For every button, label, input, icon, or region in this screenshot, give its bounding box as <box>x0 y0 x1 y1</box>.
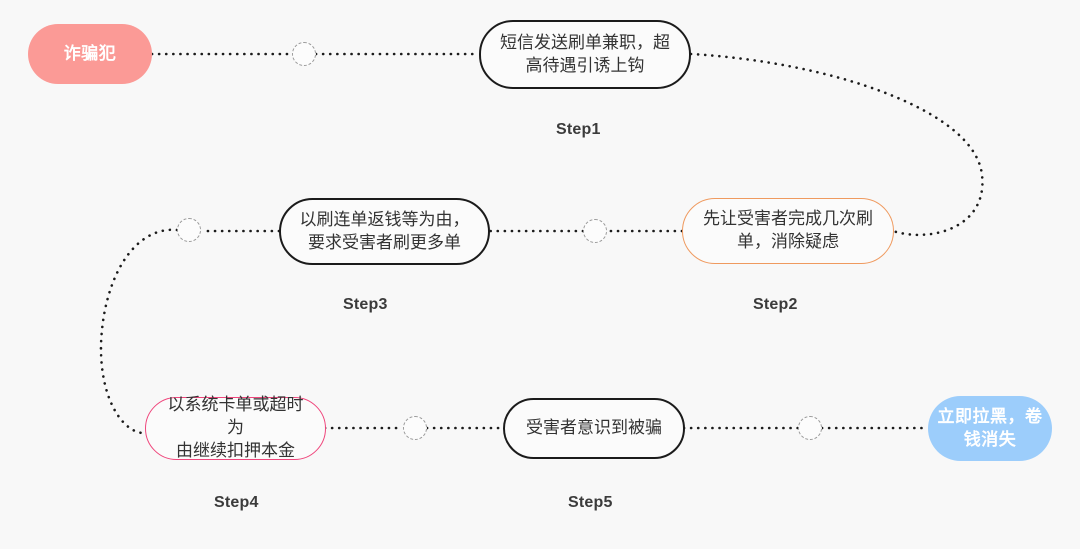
node-end-label: 立即拉黑，卷 钱消失 <box>937 406 1043 449</box>
node-step3[interactable]: 以刷连单返钱等为由， 要求受害者刷更多单 <box>279 198 490 265</box>
node-step3-label: 以刷连单返钱等为由， 要求受害者刷更多单 <box>299 209 470 252</box>
step-caption-1: Step1 <box>556 121 601 138</box>
junction-circle-4[interactable] <box>403 416 427 440</box>
node-step1-label: 短信发送刷单兼职，超 高待遇引诱上钩 <box>500 32 670 75</box>
node-start-label: 诈骗犯 <box>63 43 117 63</box>
node-step2[interactable]: 先让受害者完成几次刷 单，消除疑虑 <box>682 198 894 264</box>
step-caption-4: Step4 <box>214 494 259 511</box>
node-step2-label: 先让受害者完成几次刷 单，消除疑虑 <box>703 209 873 251</box>
junction-circle-3[interactable] <box>177 218 201 242</box>
step-caption-5: Step5 <box>568 494 613 511</box>
node-step4-label: 以系统卡单或超时为 由继续扣押本金 <box>167 395 304 460</box>
junction-circle-5[interactable] <box>798 416 822 440</box>
node-step4[interactable]: 以系统卡单或超时为 由继续扣押本金 <box>145 395 326 460</box>
node-end-blackmail[interactable]: 立即拉黑，卷 钱消失 <box>928 396 1052 461</box>
step-caption-3: Step3 <box>343 296 388 313</box>
junction-circle-2[interactable] <box>583 219 607 243</box>
node-step1[interactable]: 短信发送刷单兼职，超 高待遇引诱上钩 <box>479 20 691 89</box>
junction-circle-1[interactable] <box>292 42 316 66</box>
node-step5[interactable]: 受害者意识到被骗 <box>503 398 685 459</box>
node-start-fraudster[interactable]: 诈骗犯 <box>28 24 152 84</box>
step-caption-2: Step2 <box>753 296 798 313</box>
node-step5-label: 受害者意识到被骗 <box>526 418 662 438</box>
